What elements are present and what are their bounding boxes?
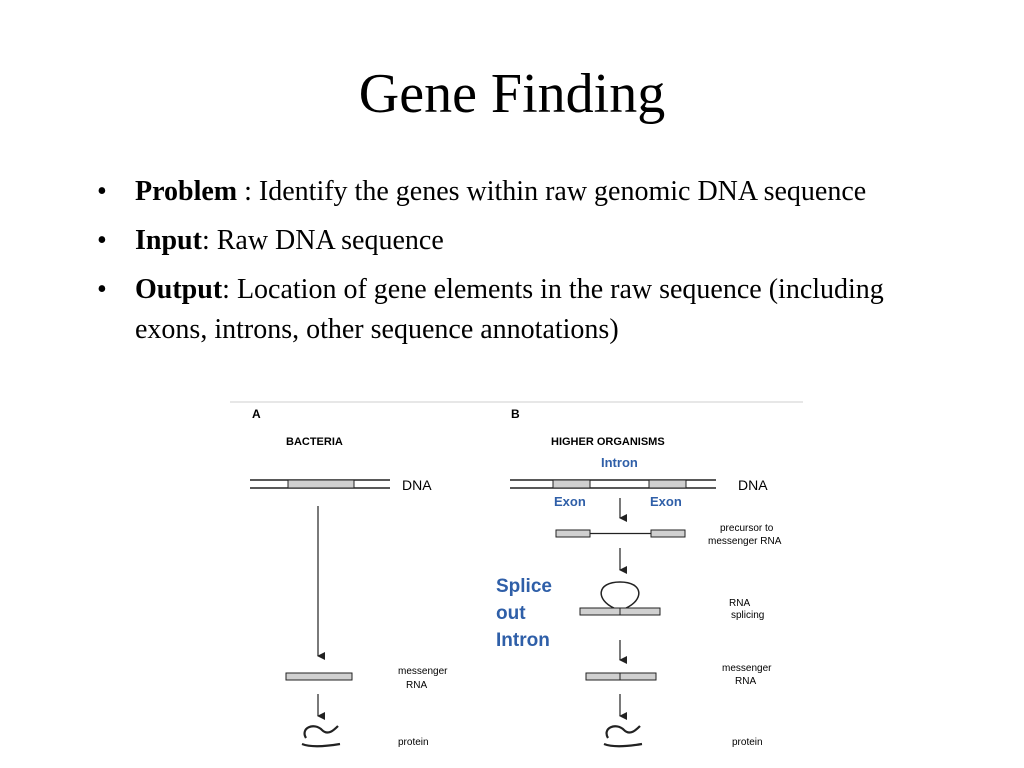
panel-b-protein-label: protein <box>732 737 763 748</box>
bullet-problem: • Problem : Identify the genes within ra… <box>97 172 927 212</box>
panel-b-splice-label-1: Splice <box>496 576 552 597</box>
bullet-term: Problem <box>135 176 238 207</box>
bullet-term: Output <box>135 274 223 305</box>
panel-a-gene-segment <box>287 479 355 489</box>
panel-b-letter: B <box>511 407 520 421</box>
panel-a-protein-label: protein <box>398 737 429 748</box>
panel-a-mrna-label-2: RNA <box>406 680 427 691</box>
panel-b-exon-left-segment <box>552 479 591 489</box>
bullet-separator: : <box>201 225 217 256</box>
panel-b-splicing-label-2: splicing <box>731 610 764 621</box>
gene-expression-figure: A BACTERIA DNA messenger RNA protein B H… <box>230 400 805 765</box>
figure-canvas: A BACTERIA DNA messenger RNA protein B H… <box>230 401 803 748</box>
panel-b-exon-right-label: Exon <box>650 494 682 509</box>
panel-b-exon-right-segment <box>648 479 687 489</box>
panel-b-splice-label-3: Intron <box>496 630 550 651</box>
panel-b-precursor-label-2: messenger RNA <box>708 536 782 547</box>
bullet-marker: • <box>97 176 107 207</box>
panel-a-dna <box>250 479 390 489</box>
bullet-list: • Problem : Identify the genes within ra… <box>97 172 927 359</box>
panel-b-heading: HIGHER ORGANISMS <box>551 436 665 448</box>
panel-b-splicing-label-1: RNA <box>729 598 750 609</box>
slide-title: Gene Finding <box>358 63 666 125</box>
bullet-separator: : <box>222 274 237 305</box>
panel-b-mrna-label-1: messenger <box>722 663 772 674</box>
bullet-text: Location of gene elements in the raw seq… <box>135 274 884 345</box>
panel-b-intron-label: Intron <box>601 455 638 470</box>
bullet-marker: • <box>97 225 107 256</box>
panel-a-letter: A <box>252 407 261 421</box>
panel-b-mrna-bar <box>585 672 657 681</box>
bullet-text: Raw DNA sequence <box>216 225 444 256</box>
bullet-text: Identify the genes within raw genomic DN… <box>258 176 867 207</box>
bullet-separator: : <box>237 176 259 207</box>
panel-a-mrna-bar <box>285 672 353 681</box>
bullet-output: • Output: Location of gene elements in t… <box>97 270 927 350</box>
panel-b-protein-squiggle <box>603 725 643 748</box>
panel-a-protein-squiggle <box>301 725 341 748</box>
panel-a-dna-label: DNA <box>402 477 432 493</box>
panel-a-mrna-label-1: messenger <box>398 666 448 677</box>
panel-b-splice-loop <box>579 581 661 616</box>
bullet-input: • Input: Raw DNA sequence <box>97 221 927 261</box>
panel-b-precursor-label-1: precursor to <box>720 523 774 534</box>
panel-b-dna <box>510 479 716 489</box>
bullet-marker: • <box>97 274 107 305</box>
panel-b-exon-left-label: Exon <box>554 494 586 509</box>
panel-b-dna-label: DNA <box>738 477 768 493</box>
bullet-term: Input <box>135 225 202 256</box>
panel-b-precursor <box>555 529 686 538</box>
panel-b-splice-label-2: out <box>496 603 526 624</box>
panel-b-mrna-label-2: RNA <box>735 676 756 687</box>
panel-a-heading: BACTERIA <box>286 436 343 448</box>
